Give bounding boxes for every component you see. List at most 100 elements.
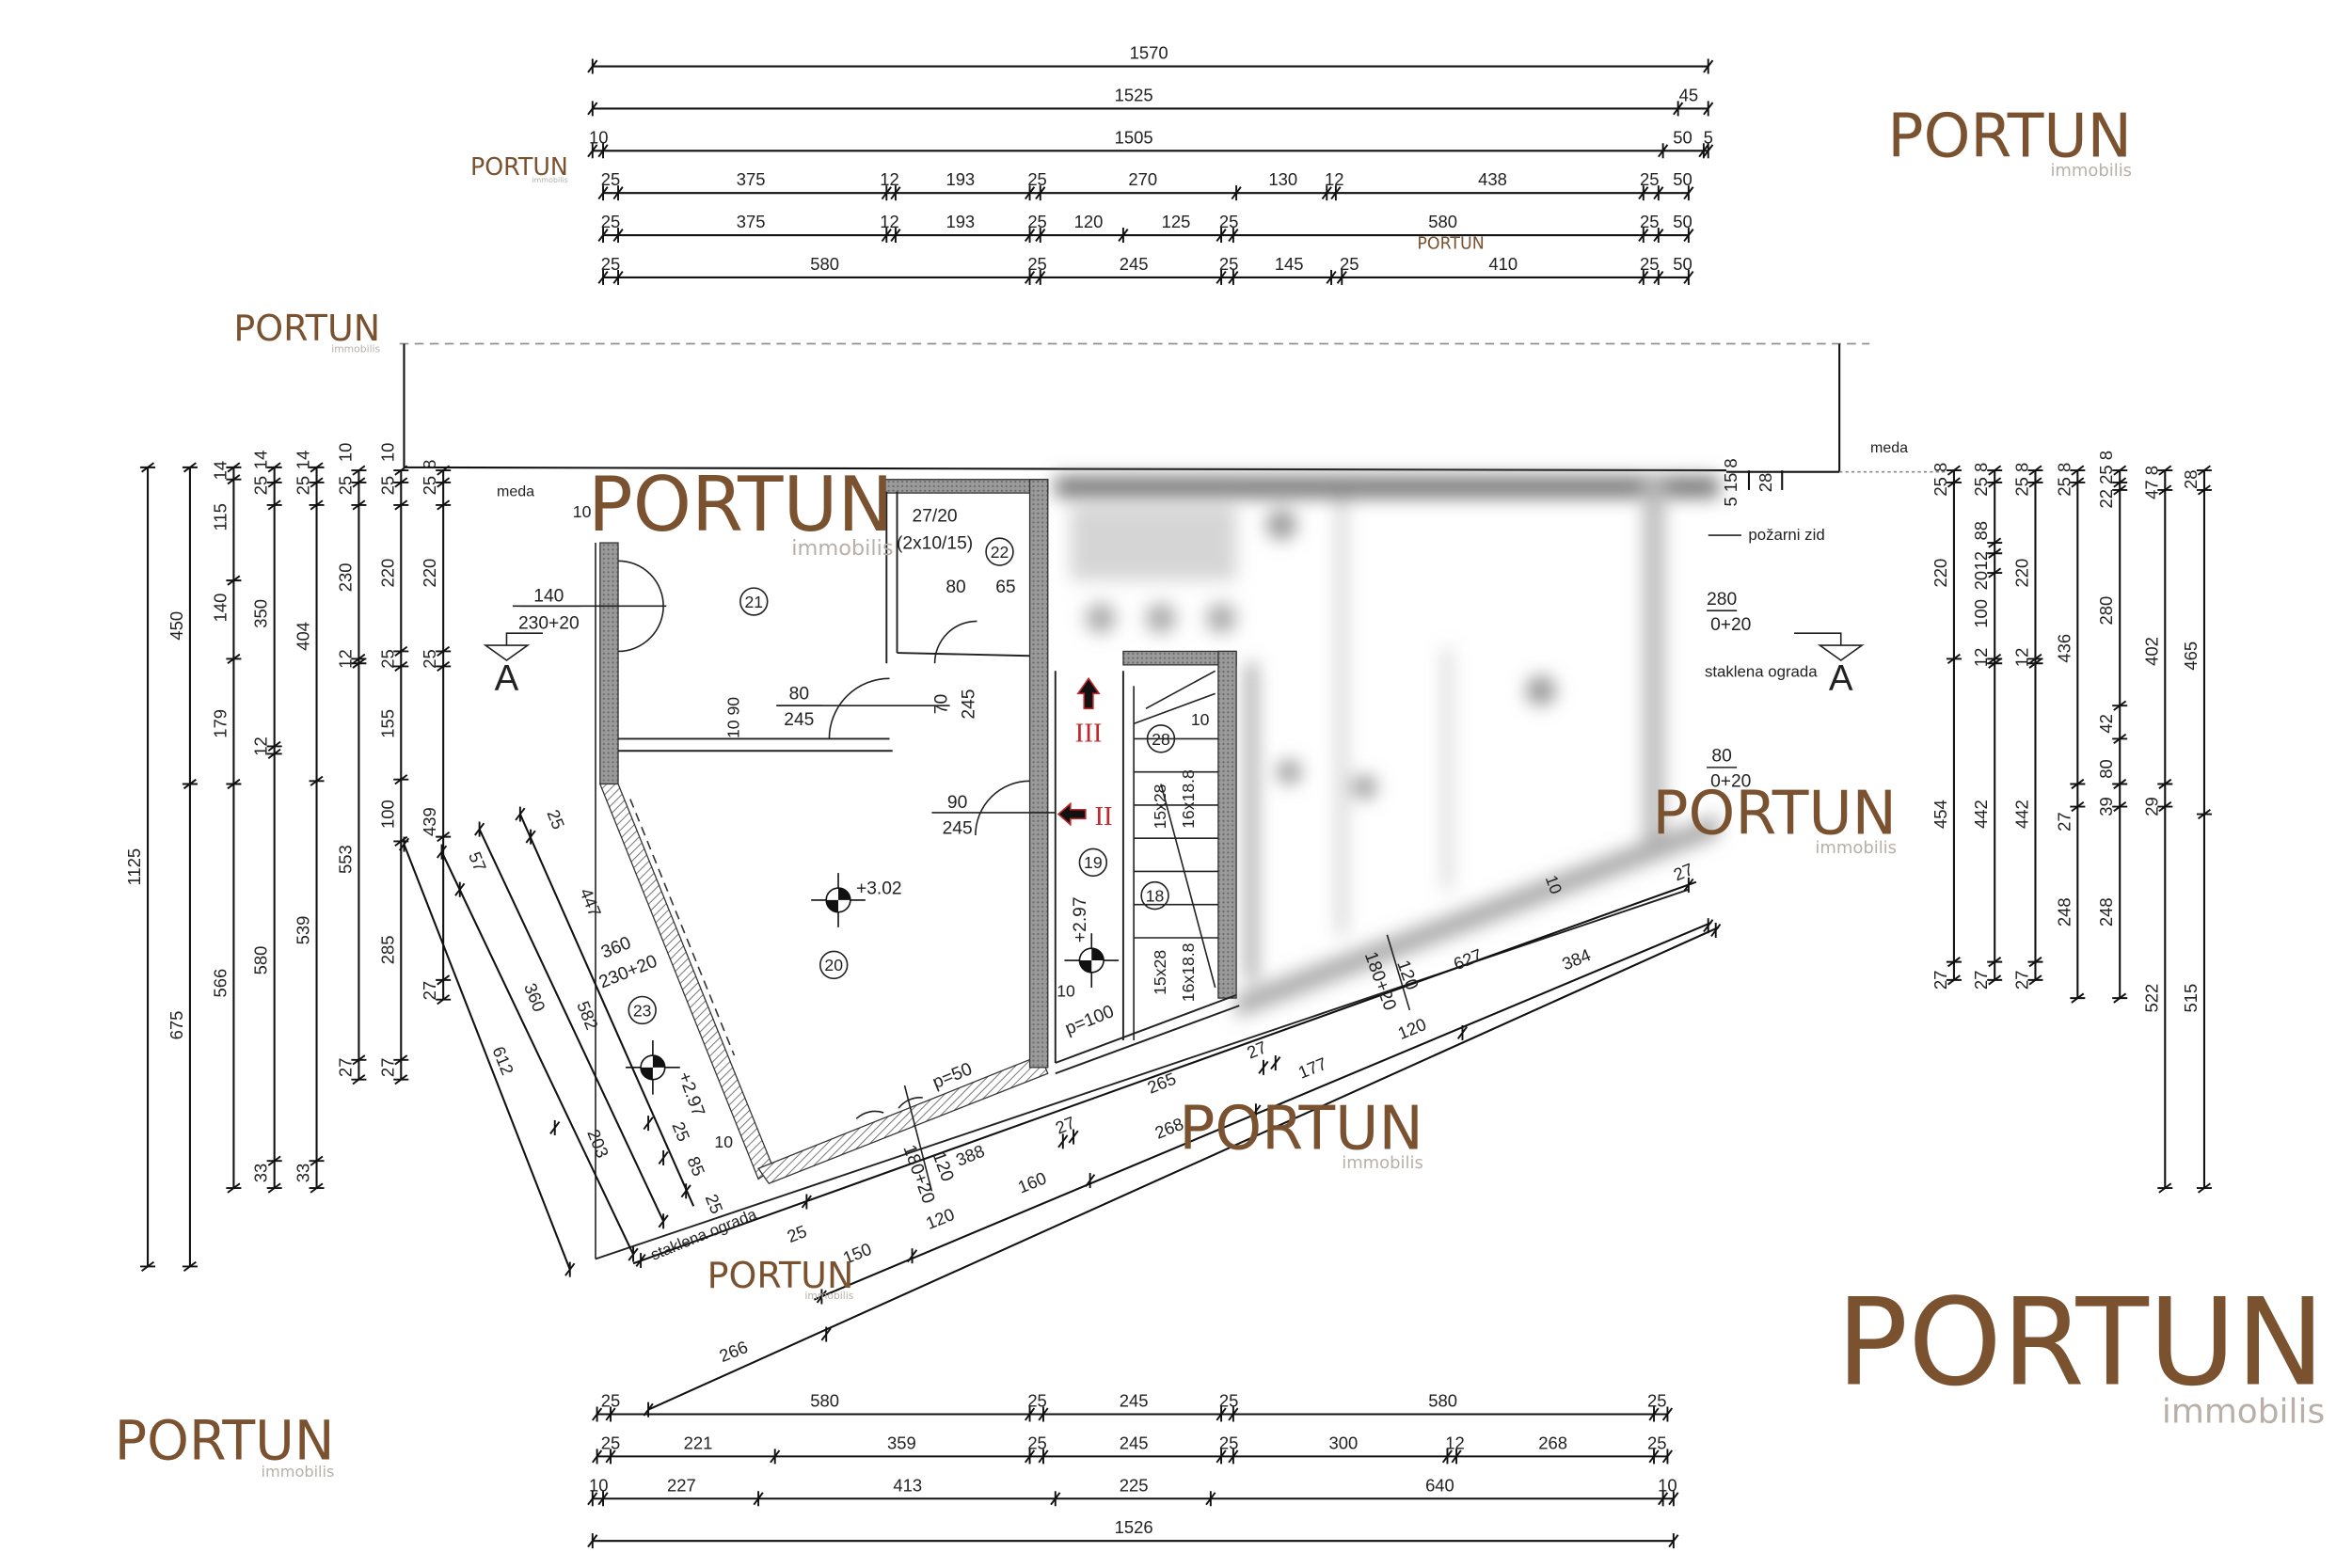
dimension-label: 410	[1488, 254, 1518, 274]
dimension-label: 50	[1673, 169, 1692, 189]
dimension-label: 27	[1971, 971, 1991, 990]
dimension-label: 27	[1931, 971, 1950, 990]
dimension-label: 179	[210, 709, 230, 738]
dimension-label: 375	[737, 212, 766, 231]
dimension-label: 12	[2011, 648, 2031, 668]
dimension-label: 384	[1559, 944, 1593, 974]
label-section-left: A	[495, 658, 519, 699]
dimension-label: 25	[377, 649, 397, 669]
level-marker-icon	[811, 873, 866, 927]
room-number-label: 23	[633, 1001, 652, 1020]
label-door-21-w: 140	[533, 587, 564, 607]
dimension-label: 465	[2181, 641, 2201, 671]
dimension-label: 413	[893, 1475, 922, 1495]
room-number: 19	[1078, 847, 1108, 878]
dimension-label: 539	[294, 916, 313, 945]
dimension-label: 25	[1027, 212, 1046, 231]
blurred-area	[1055, 476, 1719, 1018]
dimension-label: 227	[667, 1475, 696, 1495]
walls	[595, 479, 1690, 1260]
dimension-label: 436	[2054, 634, 2074, 663]
dimension-label: 10	[1658, 1475, 1677, 1495]
label-window-22-b: (2x10/15)	[897, 533, 973, 553]
dimension-label: 265	[1145, 1069, 1179, 1098]
watermark-brand: PORTUN	[1836, 1273, 2325, 1413]
watermark-brand: PORTUN	[1887, 103, 2132, 172]
dimension-label: 145	[1275, 254, 1304, 274]
marker-III: III	[1075, 719, 1103, 749]
watermark-sub: immobilis	[2050, 161, 2132, 181]
watermark-sub: immobilis	[1342, 1153, 1423, 1173]
dimension-label: 130	[1268, 169, 1297, 189]
dimension-label: 125	[1162, 212, 1191, 231]
dimension-label: 245	[1120, 254, 1149, 274]
dimension-label: 447	[576, 885, 605, 919]
dimension-label: 25	[543, 807, 568, 832]
dimension-label: 25	[601, 1433, 620, 1452]
label-wall-10-low: 10	[714, 1132, 733, 1151]
label-door-front-w: 120	[929, 1149, 958, 1184]
dimension-label: 25	[1219, 254, 1238, 274]
dimension-label: 25	[1219, 212, 1238, 231]
dimension-label: 248	[2054, 897, 2074, 927]
dimension-label: 10	[589, 127, 608, 147]
dimension-label: 580	[810, 1390, 839, 1410]
label-stair-b2: 16x18.8	[1179, 942, 1198, 1002]
dimension-label: 25 8	[1931, 463, 1950, 497]
dimension-label: 25	[1027, 169, 1046, 189]
doors	[512, 560, 1411, 1192]
room-number-label: 19	[1084, 853, 1103, 872]
dimension-label: 25	[294, 476, 313, 496]
dimension-label: 266	[716, 1337, 750, 1366]
label-stair-right-10: 10	[1191, 710, 1210, 729]
dimension-label: 85	[683, 1153, 708, 1179]
dimension-label: 25	[1640, 169, 1659, 189]
watermark-brand: PORTUN	[1652, 779, 1897, 848]
dimension-label: 80	[2096, 759, 2116, 779]
watermark-sub: immobilis	[532, 176, 568, 184]
dimension-label: 155	[377, 709, 397, 738]
dimension-label: 8	[420, 460, 439, 469]
dimension-label: 115	[210, 503, 230, 531]
dimension-label: 1526	[1115, 1517, 1153, 1537]
room-number-label: 22	[991, 543, 1009, 562]
dimension-label: 25	[1640, 212, 1659, 231]
dimension-label: 300	[1329, 1433, 1359, 1452]
dimension-label: 28	[2181, 469, 2201, 489]
label-door-19-h: 245	[943, 818, 973, 838]
label-door-front-h: 180+20	[898, 1142, 938, 1206]
dimension-label: 350	[251, 599, 271, 628]
dimension-label: 88	[1971, 521, 1991, 541]
dimension-label: 1505	[1115, 127, 1153, 147]
room-number-label: 21	[744, 593, 763, 611]
dimension-label: 50	[1673, 127, 1692, 147]
dimension-label: 10	[377, 443, 397, 463]
watermark-sub: immobilis	[2162, 1392, 2325, 1431]
dimension-label: 25	[1647, 1433, 1666, 1452]
dimension-label: 27	[1244, 1037, 1269, 1062]
dimension-label: 25	[420, 649, 439, 669]
dimension-label: 10	[589, 1475, 608, 1495]
dimension-label: 177	[1295, 1053, 1329, 1083]
dimension-label: 25	[1027, 1390, 1046, 1410]
dimension-label: 442	[2011, 800, 2031, 829]
dimension-label: 25	[1647, 1390, 1666, 1410]
dimension-label: 268	[1538, 1433, 1567, 1452]
dimension-label: 220	[2011, 559, 2031, 588]
dimension-label: 640	[1425, 1475, 1454, 1495]
dimension-label: 25	[601, 212, 620, 231]
label-door-21-h: 230+20	[518, 613, 580, 633]
label-dim-65: 65	[995, 578, 1015, 597]
label-level-19: +2.97	[1071, 896, 1090, 942]
dimension-label: 27	[377, 1058, 397, 1078]
dimension-label: 12	[335, 649, 355, 669]
portun-watermark-logo: PORTUN	[1417, 234, 1484, 253]
dimension-label: 1525	[1115, 85, 1153, 104]
